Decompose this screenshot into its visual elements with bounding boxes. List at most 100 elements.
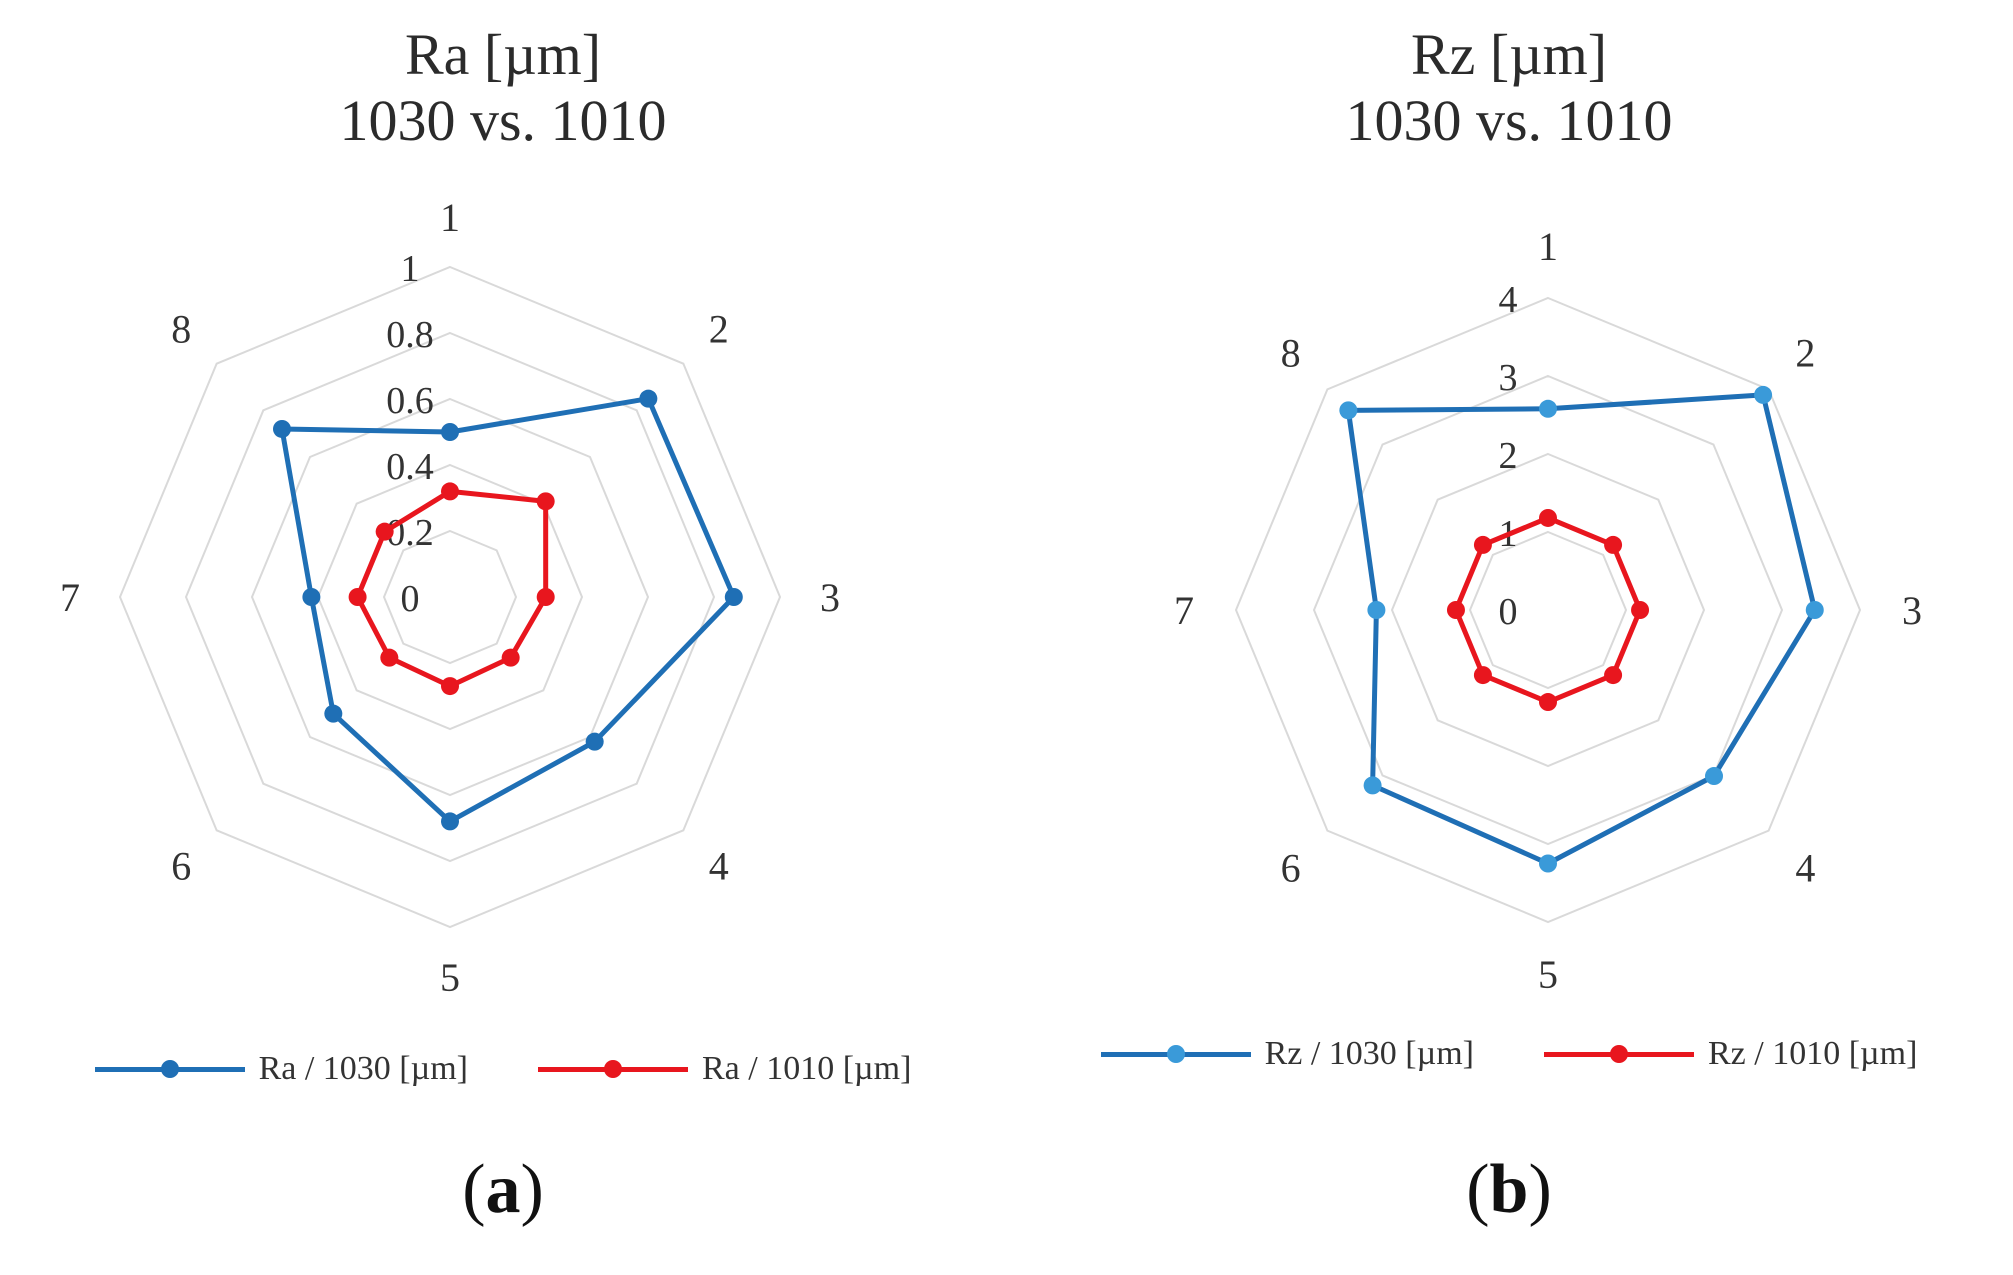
chart-title-line1: Rz [µm] — [1410, 22, 1608, 87]
chart-title-line2: 1030 vs. 1010 — [339, 88, 667, 153]
data-point — [1539, 399, 1557, 418]
category-label: 3 — [820, 575, 840, 620]
tick-label: 0.6 — [386, 380, 434, 422]
legend-item: Rz / 1030 [µm] — [1100, 1035, 1474, 1073]
legend-item: Rz / 1010 [µm] — [1544, 1035, 1917, 1073]
data-point — [1604, 666, 1623, 685]
category-label: 8 — [171, 306, 191, 351]
legend-a: Ra / 1030 [µm] Ra / 1010 [µm] — [0, 1050, 1006, 1088]
legend-item: Ra / 1030 [µm] — [94, 1050, 468, 1088]
data-point — [1446, 601, 1465, 619]
chart-title-a: Ra [µm] 1030 vs. 1010 — [0, 22, 1006, 154]
chart-title-line1: Ra [µm] — [404, 22, 602, 87]
radar-grid — [118, 265, 782, 929]
legend-label: Ra / 1030 [µm] — [258, 1050, 468, 1087]
caption-letter-a: a — [485, 1151, 521, 1228]
data-point — [1367, 601, 1386, 619]
data-point — [441, 812, 459, 831]
data-point — [1631, 601, 1650, 619]
category-label: 7 — [1174, 588, 1194, 633]
data-point — [1604, 535, 1623, 554]
tick-label: 0.2 — [386, 512, 434, 554]
data-point — [324, 704, 343, 723]
tick-label: 0.8 — [386, 314, 434, 356]
category-label: 2 — [709, 306, 729, 351]
category-label: 2 — [1795, 331, 1815, 376]
data-point — [380, 648, 399, 667]
grid-ring — [316, 463, 584, 731]
tick-label: 1 — [401, 248, 420, 290]
data-point — [1473, 535, 1492, 554]
legend-item: Ra / 1010 [µm] — [538, 1050, 911, 1088]
tick-label: 3 — [1499, 357, 1518, 399]
data-point — [585, 732, 604, 751]
legend-label: Rz / 1030 [µm] — [1264, 1035, 1474, 1072]
data-point — [441, 482, 459, 501]
data-point — [536, 492, 555, 511]
series-0 — [1339, 385, 1824, 873]
category-label: 3 — [1902, 588, 1922, 633]
chart-title-line2: 1030 vs. 1010 — [1345, 88, 1673, 153]
legend-swatch — [538, 1059, 688, 1079]
legend-swatch — [94, 1059, 245, 1079]
grid-ring — [250, 397, 650, 797]
category-label: 4 — [1795, 845, 1815, 890]
data-point — [272, 419, 291, 438]
series-line — [1345, 392, 1818, 866]
category-label: 8 — [1281, 331, 1301, 376]
data-point — [375, 522, 394, 541]
tick-label: 4 — [1499, 279, 1518, 321]
tick-label: 2 — [1499, 435, 1518, 477]
category-label: 4 — [709, 844, 729, 889]
data-point — [441, 677, 459, 696]
grid-ring — [184, 331, 716, 863]
caption-letter-b: b — [1489, 1151, 1529, 1228]
category-label: 6 — [171, 844, 191, 889]
category-label: 7 — [60, 575, 80, 620]
data-point — [441, 423, 459, 441]
data-point — [639, 389, 658, 408]
chart-title-b: Rz [µm] 1030 vs. 1010 — [1006, 22, 2012, 154]
data-point — [1339, 401, 1358, 420]
data-point — [1363, 776, 1382, 795]
grid-ring — [1468, 530, 1628, 690]
tick-label: 0 — [401, 578, 420, 620]
category-label: 5 — [1538, 952, 1558, 997]
data-point — [1754, 385, 1773, 404]
legend-swatch — [1100, 1044, 1251, 1064]
series-1 — [1446, 508, 1650, 712]
data-point — [501, 648, 520, 667]
category-label: 6 — [1281, 845, 1301, 890]
data-point — [348, 588, 367, 606]
caption-a: (a) — [462, 1151, 544, 1228]
category-label: 1 — [440, 195, 460, 240]
legend-b: Rz / 1030 [µm] Rz / 1010 [µm] — [1006, 1035, 2012, 1073]
legend-label: Rz / 1010 [µm] — [1708, 1035, 1918, 1072]
grid-ring — [1234, 296, 1862, 924]
radar-chart-a: 0 0.2 0.4 0.6 0.8 11 2 3 4 5 6 7 8 — [60, 195, 840, 1000]
series-line — [279, 396, 737, 824]
data-point — [536, 588, 555, 606]
tick-label: 0.4 — [386, 446, 434, 488]
series-0 — [272, 389, 743, 831]
category-label: 1 — [1538, 224, 1558, 269]
grid-ring — [382, 529, 518, 665]
data-point — [302, 588, 321, 606]
data-point — [1539, 854, 1557, 873]
grid-ring — [118, 265, 782, 929]
category-label: 5 — [440, 955, 460, 1000]
tick-label: 0 — [1499, 591, 1518, 633]
data-point — [1473, 666, 1492, 685]
legend-label: Ra / 1010 [µm] — [702, 1050, 912, 1087]
data-point — [724, 588, 743, 606]
caption-b: (b) — [1466, 1151, 1552, 1228]
data-point — [1705, 767, 1724, 786]
grid-ring — [1390, 452, 1706, 768]
data-point — [1805, 601, 1824, 619]
series-1 — [348, 482, 555, 696]
data-point — [1539, 693, 1557, 712]
data-point — [1539, 508, 1557, 527]
